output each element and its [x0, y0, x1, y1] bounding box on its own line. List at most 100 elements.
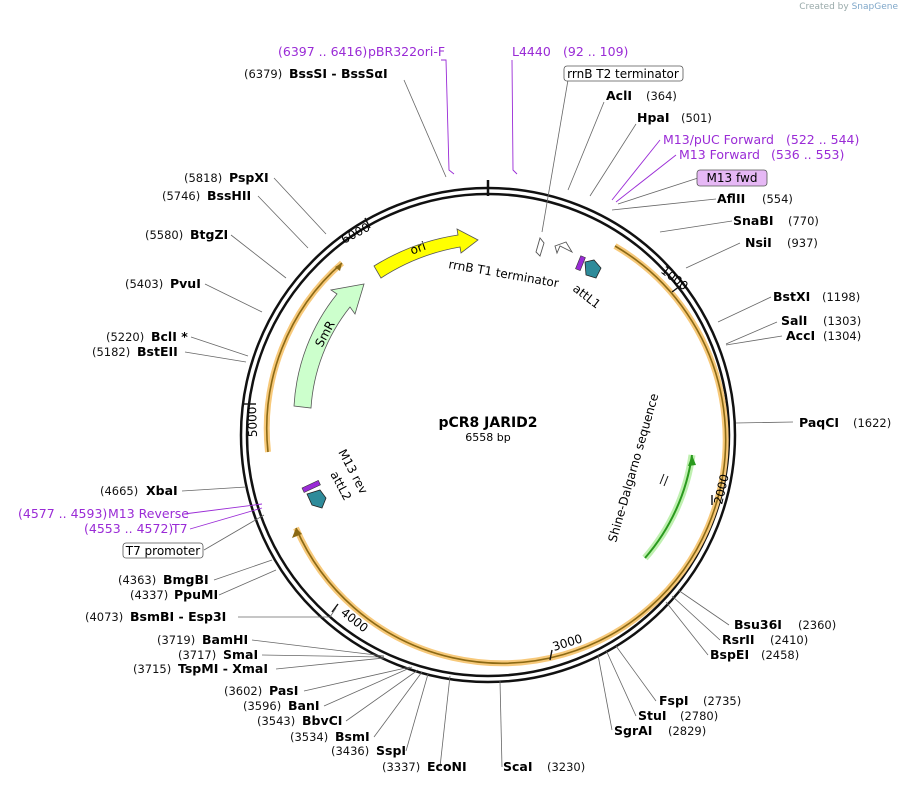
svg-text:(2410): (2410)	[770, 633, 808, 647]
enzyme-acci: AccI (1304)	[786, 328, 861, 343]
enzyme-bsssi: (6379) BssSI - BssSαI	[244, 66, 388, 81]
enzyme-pasi: (3602)PasI	[224, 683, 298, 698]
enzyme-fspi: FspI(2735)	[659, 693, 741, 708]
svg-text:FspI: FspI	[659, 693, 689, 708]
primer-l4440: L4440 (92 .. 109)	[512, 44, 628, 59]
svg-text:(3534): (3534)	[290, 730, 328, 744]
enzyme-ppumi: (4337)PpuMI	[130, 587, 218, 602]
credit-brand: SnapGene	[851, 2, 898, 12]
svg-text:(5818): (5818)	[184, 171, 222, 185]
svg-text:TspMI - XmaI: TspMI - XmaI	[178, 661, 268, 676]
svg-text:AflII: AflII	[717, 191, 745, 206]
enzyme-acli: AclI(364)	[606, 88, 677, 103]
svg-text:M13 fwd: M13 fwd	[707, 171, 758, 185]
svg-text:SalI: SalI	[781, 313, 807, 328]
svg-text:(2829): (2829)	[668, 724, 706, 738]
svg-text:AccI: AccI	[786, 328, 815, 343]
enzyme-bspei: BspEI(2458)	[710, 647, 799, 662]
svg-text:M13 Forward: M13 Forward	[679, 147, 760, 162]
svg-text:EcoNI: EcoNI	[427, 759, 467, 774]
enzyme-bamhi: (3719)BamHI	[157, 632, 248, 647]
svg-text:(536 .. 553): (536 .. 553)	[771, 147, 844, 162]
svg-text:BsmBI - Esp3I: BsmBI - Esp3I	[130, 609, 226, 624]
svg-text:(1303): (1303)	[823, 314, 861, 328]
svg-text:PvuI: PvuI	[170, 276, 201, 291]
svg-text:(3717): (3717)	[178, 648, 216, 662]
svg-text:(4665): (4665)	[100, 484, 138, 498]
rrnb-t1-arrow-a	[554, 241, 574, 255]
enzyme-stui: StuI (2780)	[638, 708, 718, 723]
svg-text:BbvCI: BbvCI	[302, 713, 342, 728]
svg-text:(2360): (2360)	[798, 618, 836, 632]
svg-text:NsiI: NsiI	[745, 235, 772, 250]
svg-text:T7: T7	[171, 521, 188, 536]
enzyme-rsrii: RsrII(2410)	[722, 632, 808, 647]
svg-text:M13/pUC Forward: M13/pUC Forward	[663, 132, 774, 147]
svg-text:(770): (770)	[788, 214, 819, 228]
svg-text:SnaBI: SnaBI	[733, 213, 774, 228]
svg-text:(5220): (5220)	[106, 330, 144, 344]
enzyme-nsii: NsiI (937)	[745, 235, 818, 250]
svg-text:PspXI: PspXI	[229, 170, 269, 185]
primer-m13puc: M13/pUC Forward (522 .. 544)	[663, 132, 859, 147]
svg-text:pBR322ori-F: pBR322ori-F	[368, 44, 445, 59]
svg-text:(937): (937)	[787, 236, 818, 250]
svg-text:AclI: AclI	[606, 88, 632, 103]
svg-text:5000: 5000	[245, 406, 260, 437]
attl1-primer-mark	[575, 255, 586, 272]
svg-text:BmgBI: BmgBI	[163, 572, 209, 587]
smr-label: SmR	[312, 318, 337, 349]
enzyme-leaders	[181, 79, 794, 768]
svg-text:(554): (554)	[762, 192, 793, 206]
svg-text:(2458): (2458)	[761, 648, 799, 662]
t7-promoter-leader	[203, 514, 265, 551]
enzyme-hpai: HpaI(501)	[637, 110, 712, 125]
ori-feature	[373, 228, 479, 279]
svg-text:(92 .. 109): (92 .. 109)	[563, 44, 628, 59]
smr-feature	[293, 283, 365, 409]
enzyme-bsteii: (5182)BstEII	[92, 344, 178, 359]
m13-rev-mark	[301, 479, 321, 493]
enzyme-tspmi-xmai: (3715) TspMI - XmaI	[133, 661, 268, 676]
svg-text:(3543): (3543)	[257, 714, 295, 728]
rrnb-t1-label: rrnB T1 terminator	[447, 257, 559, 290]
svg-text:(522 .. 544): (522 .. 544)	[786, 132, 859, 147]
svg-text:(2780): (2780)	[680, 709, 718, 723]
primer-leaders	[183, 59, 677, 530]
svg-text:XbaI: XbaI	[146, 483, 178, 498]
enzyme-bsmbi-esp3i: (4073) BsmBI - Esp3I	[85, 609, 226, 624]
svg-text:BanI: BanI	[288, 698, 320, 713]
svg-text:(6379): (6379)	[244, 67, 282, 81]
svg-text:Bsu36I: Bsu36I	[734, 617, 782, 632]
svg-text:StuI: StuI	[638, 708, 667, 723]
svg-text:ScaI: ScaI	[503, 759, 533, 774]
svg-text:SgrAI: SgrAI	[614, 723, 652, 738]
svg-text:BssSI - BssSαI: BssSI - BssSαI	[289, 66, 388, 81]
primer-m13rev: (4577 .. 4593) M13 Reverse	[18, 506, 189, 521]
shine-dalgarno-label: Shine-Dalgarno sequence	[605, 392, 661, 544]
primer-m13fwd: M13 Forward (536 .. 553)	[679, 147, 844, 162]
snapgene-credit: Created by SnapGene	[799, 2, 898, 12]
attl2-feature	[306, 489, 327, 509]
plasmid-name: pCR8 JARID2	[438, 415, 537, 431]
svg-text:L4440: L4440	[512, 44, 551, 59]
enzyme-bani: (3596)BanI	[243, 698, 320, 713]
svg-text:(4073): (4073)	[85, 610, 123, 624]
svg-text:(3602): (3602)	[224, 684, 262, 698]
svg-text:(4337): (4337)	[130, 588, 168, 602]
svg-text:(3230): (3230)	[547, 760, 585, 774]
enzyme-bcli: (5220)BclI *	[106, 329, 188, 344]
attl1-feature	[584, 259, 602, 279]
svg-text:(3715): (3715)	[133, 662, 171, 676]
svg-text:(1304): (1304)	[823, 329, 861, 343]
primer-t7: (4553 .. 4572) T7	[84, 521, 188, 536]
enzyme-pvui: (5403)PvuI	[125, 276, 201, 291]
svg-text:M13 Reverse: M13 Reverse	[108, 506, 189, 521]
svg-text:BtgZI: BtgZI	[190, 227, 228, 242]
enzyme-smai: (3717)SmaI	[178, 647, 258, 662]
svg-text:(6397 .. 6416): (6397 .. 6416)	[278, 44, 367, 59]
svg-text:(501): (501)	[681, 111, 712, 125]
svg-text:(3436): (3436)	[331, 744, 369, 758]
svg-text:(5746): (5746)	[162, 189, 200, 203]
enzyme-bbvci: (3543) BbvCI	[257, 713, 342, 728]
